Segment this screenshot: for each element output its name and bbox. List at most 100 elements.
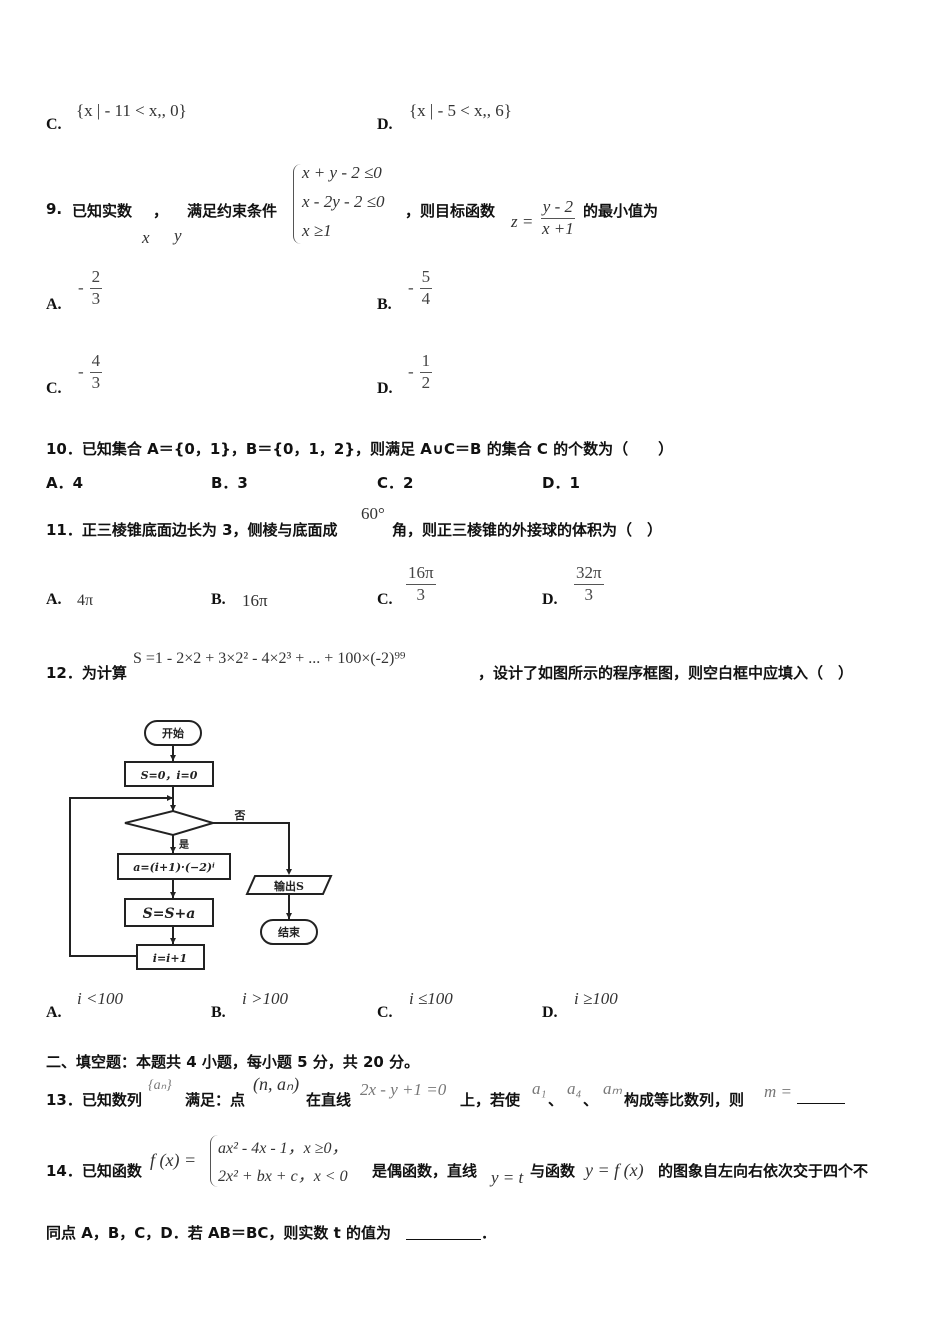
q9-objective-num: y - 2 (540, 197, 575, 219)
q13-a1: a₁ (532, 1079, 547, 1098)
q14-fx: f (x) = (150, 1150, 197, 1170)
q11-option-b-value: 16π (242, 591, 268, 610)
q11-option-b-label: B. (211, 591, 226, 608)
q13-line: 2x - y +1 =0 (360, 1080, 447, 1099)
q14-piecewise-brace (210, 1135, 218, 1187)
flowchart-output-text: 输出S (274, 879, 304, 893)
q9-option-a-label: A. (46, 296, 62, 313)
q12-option-b-label: B. (211, 1004, 226, 1021)
q9-objective-lhs: z = (511, 212, 534, 231)
q12-stem-part1: 12．为计算 (46, 664, 127, 682)
flowchart-end-node (260, 919, 318, 945)
q10-option-a: A．4 (46, 474, 84, 492)
q9-stem-part2: 满足约束条件 (187, 202, 278, 220)
q11-stem-part1: 11．正三棱锥底面边长为 3，侧棱与底面成 (46, 521, 338, 539)
q14-func: y = f (x) (585, 1160, 644, 1180)
q9-stem-part4: 的最小值为 (583, 202, 659, 220)
q13-a4: a₄ (567, 1079, 582, 1098)
q11-option-a-value: 4π (77, 592, 94, 609)
flowchart-decision-node (124, 809, 217, 837)
q9-number: 9. (46, 200, 63, 218)
q10-option-c: C．2 (377, 474, 414, 492)
q10-option-d: D．1 (542, 474, 580, 492)
q8-option-c-label: C. (46, 116, 62, 133)
q9-option-b-label: B. (377, 296, 392, 313)
q12-option-a-label: A. (46, 1004, 62, 1021)
section-2-heading: 二、填空题：本题共 4 小题，每小题 5 分，共 20 分。 (46, 1053, 420, 1071)
q14-stem-part2: 是偶函数，直线 (372, 1162, 478, 1180)
flowchart-yes-label: 是 (178, 839, 189, 851)
q13-sep-1: 、 (548, 1091, 564, 1109)
q12-formula: S =1 - 2×2 + 3×2² - 4×2³ + ... + 100×(-2… (133, 650, 406, 667)
flowchart-step-a-text: a=(i+1)·(−2)ⁱ (133, 861, 215, 874)
q9-option-d-label: D. (377, 380, 393, 397)
q13-seq: {aₙ} (148, 1078, 172, 1093)
q13-stem-part2: 满足：点 (185, 1091, 246, 1109)
q9-option-c-label: C. (46, 380, 62, 397)
q9-stem-part1: 已知实数 (72, 202, 133, 220)
q11-option-a-label: A. (46, 591, 62, 608)
q14-stem-part4: 的图象自左向右依次交于四个不 (658, 1162, 869, 1180)
q13-answer-prefix: m = (764, 1082, 792, 1101)
q9-var-x: x (142, 228, 150, 247)
q8-option-d-value: {x | - 5 < x,, 6} (409, 101, 512, 120)
q12-option-d-label: D. (542, 1004, 558, 1021)
flowchart-init-node (124, 761, 214, 787)
q9-constraint-brace (293, 164, 302, 244)
q9-constraint-1: x + y - 2 ≤0 (302, 163, 382, 182)
q14-line: y = t (491, 1168, 524, 1187)
flowchart-step-i-node (136, 944, 205, 970)
q9-constraint-3: x ≥1 (302, 221, 332, 240)
q13-am: aₘ (603, 1079, 623, 1098)
q11-stem-part2: 角，则正三棱锥的外接球的体积为（ ） (392, 521, 663, 539)
q12-option-a-value: i <100 (77, 989, 123, 1008)
q11-angle: 60° (361, 504, 385, 523)
q12-option-c-label: C. (377, 1004, 393, 1021)
q14-case-2: 2x² + bx + c，x < 0 (218, 1168, 348, 1185)
q9-stem-part3: ，则目标函数 (405, 202, 496, 220)
q12-option-b-value: i >100 (242, 989, 288, 1008)
q8-option-c-value: {x | - 11 < x,, 0} (76, 101, 187, 120)
q11-option-c-label: C. (377, 591, 393, 608)
q11-option-d-label: D. (542, 591, 558, 608)
q13-stem-part3: 在直线 (306, 1091, 352, 1109)
q12-flowchart: 开始 S=0，i=0 否 是 a=(i+1)·(−2)ⁱ S=S+a i=i+1… (60, 705, 350, 975)
q12-option-c-value: i ≤100 (409, 989, 453, 1008)
q12-option-d-value: i ≥100 (574, 989, 618, 1008)
q13-stem-part1: 13．已知数列 (46, 1091, 142, 1109)
flowchart-step-i-text: i=i+1 (153, 952, 187, 965)
flowchart-end-text: 结束 (277, 925, 301, 939)
q13-answer-blank[interactable] (797, 1103, 845, 1104)
q9-comma: ， (153, 202, 169, 220)
q14-stem-part3: 与函数 (530, 1162, 576, 1180)
q10-stem: 10．已知集合 A＝{0，1}，B＝{0，1，2}，则满足 A∪C＝B 的集合 … (46, 440, 674, 458)
q14-case-1: ax² - 4x - 1，x ≥0， (218, 1140, 348, 1157)
q14-line2: 同点 A，B，C，D．若 AB＝BC，则实数 t 的值为 (46, 1224, 392, 1242)
flowchart-no-label: 否 (234, 809, 246, 822)
q9-objective-den: x +1 (542, 218, 574, 238)
flowchart-output-node (245, 875, 333, 895)
q14-answer-blank[interactable] (406, 1239, 481, 1240)
q13-sep-2: 、 (583, 1091, 599, 1109)
flowchart-init-text: S=0，i=0 (141, 769, 198, 782)
q12-stem-part2: ，设计了如图所示的程序框图，则空白框中应填入（ ） (478, 664, 854, 682)
q9-constraint-2: x - 2y - 2 ≤0 (302, 192, 385, 211)
flowchart-start-text: 开始 (162, 726, 184, 740)
q14-end-period: ． (481, 1224, 497, 1242)
q13-point: (n, aₙ) (253, 1074, 300, 1094)
q13-stem-part5: 构成等比数列，则 (624, 1091, 745, 1109)
flowchart-step-s-text: S=S+a (143, 906, 196, 922)
q13-stem-part4: 上，若使 (460, 1091, 521, 1109)
flowchart-step-s-node (124, 898, 214, 927)
q9-var-y: y (174, 226, 182, 245)
q14-stem-part1: 14．已知函数 (46, 1162, 142, 1180)
q8-option-d-label: D. (377, 116, 393, 133)
q10-option-b: B．3 (211, 474, 248, 492)
